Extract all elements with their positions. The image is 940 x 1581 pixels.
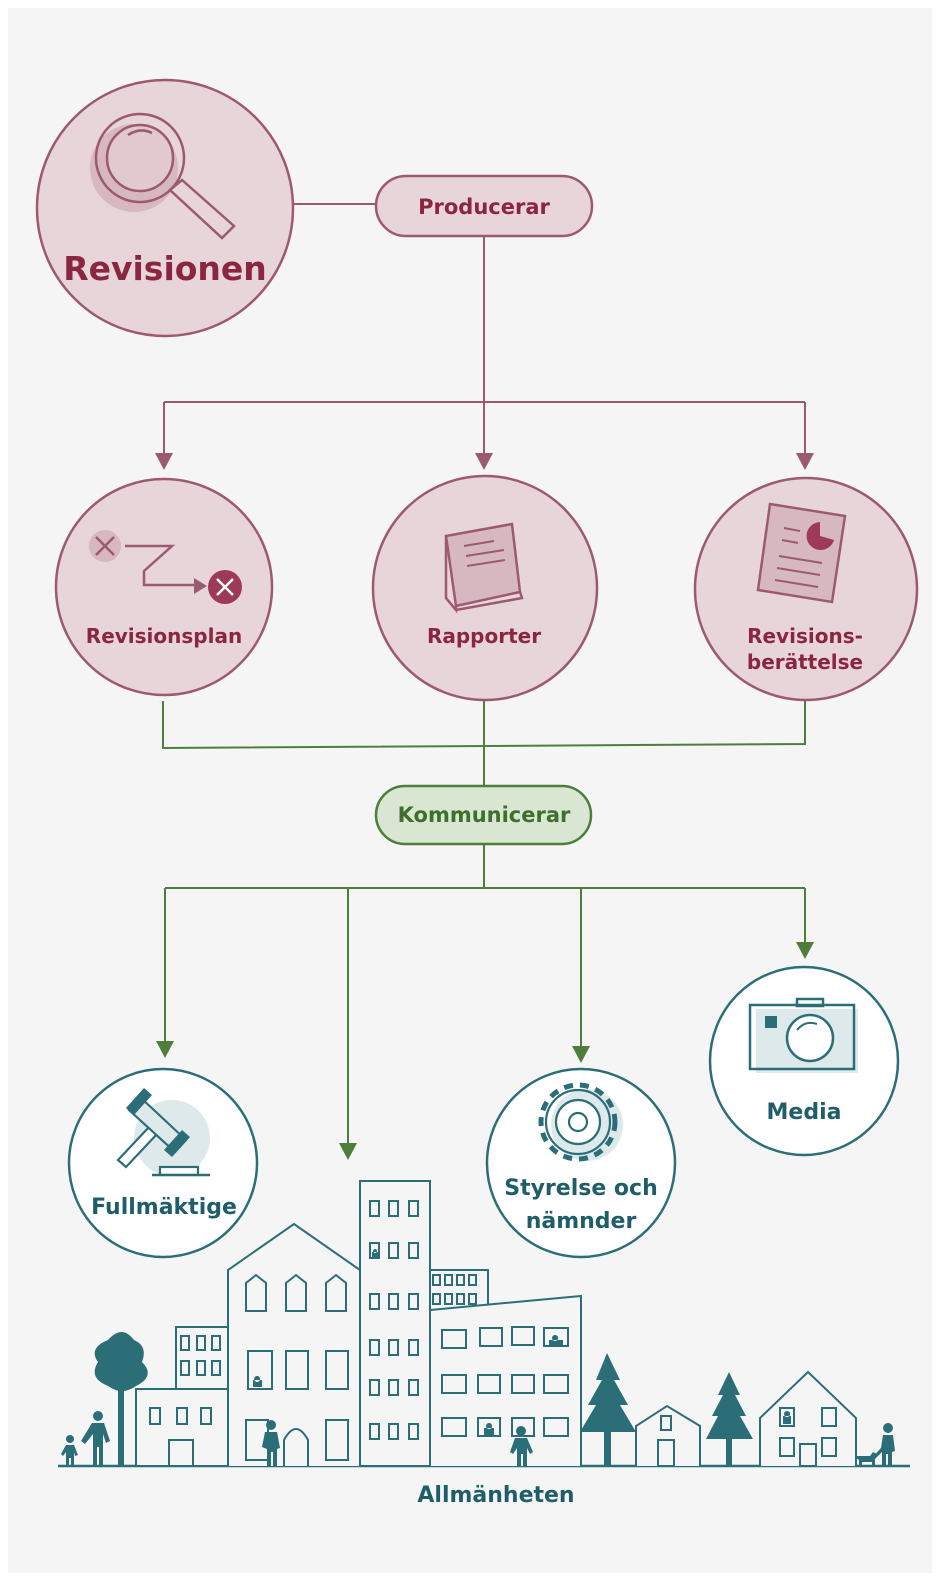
window-figure [549,1335,563,1347]
pine-tree-icon [580,1353,636,1466]
pine-tree-icon [706,1372,753,1466]
media-label: Media [767,1100,842,1125]
tree-icon [94,1332,148,1466]
fullmaktige-label: Fullmäktige [91,1195,237,1220]
revisionsberattelse-label-line1: Revisions- [747,624,863,648]
people-icon [61,1411,110,1466]
person-icon [262,1420,280,1466]
node-revisionsberattelse: Revisions- berättelse [693,476,919,702]
allmanheten-label: Allmänheten [417,1483,574,1508]
person-icon [510,1426,533,1466]
producerar-arrowheads [155,453,814,470]
node-producerar: Producerar [374,174,594,238]
producerar-label: Producerar [418,195,550,219]
city-silhouettes [61,1249,895,1466]
rapporter-label: Rapporter [427,624,541,648]
kommunicerar-arrowheads [156,942,814,1160]
kommunicerar-inputs [162,700,806,786]
book-icon [444,522,524,614]
kommunicerar-label: Kommunicerar [398,803,571,827]
node-fullmaktige: Fullmäktige [67,1067,259,1259]
node-rapporter: Rapporter [371,474,599,702]
cityscape-icon [58,1180,910,1468]
node-revisionen: Revisionen [35,78,295,338]
revisionsberattelse-label-line2: berättelse [747,650,863,674]
window-figure [372,1249,379,1258]
node-styrelse: Styrelse och nämnder [485,1067,677,1259]
revisionen-label: Revisionen [63,249,267,288]
gavel-icon [116,1088,210,1177]
node-revisionsplan: Revisionsplan [54,477,274,697]
path-plan-icon [89,530,242,604]
styrelse-label-line2: nämnder [526,1209,637,1234]
camera-icon [748,997,858,1073]
kommunicerar-connectors [164,844,806,1143]
window-figure [253,1376,262,1387]
producerar-connectors [163,236,806,455]
window-figure [783,1411,791,1424]
gear-icon [538,1082,623,1162]
magnifying-glass-icon [90,112,236,240]
styrelse-label-line1: Styrelse och [504,1176,658,1201]
node-media: Media [708,965,900,1157]
node-kommunicerar: Kommunicerar [374,784,593,846]
revisionsplan-label: Revisionsplan [86,624,242,648]
document-chart-icon [756,502,847,604]
window-figure [484,1423,494,1435]
person-with-dog-icon [856,1423,895,1466]
